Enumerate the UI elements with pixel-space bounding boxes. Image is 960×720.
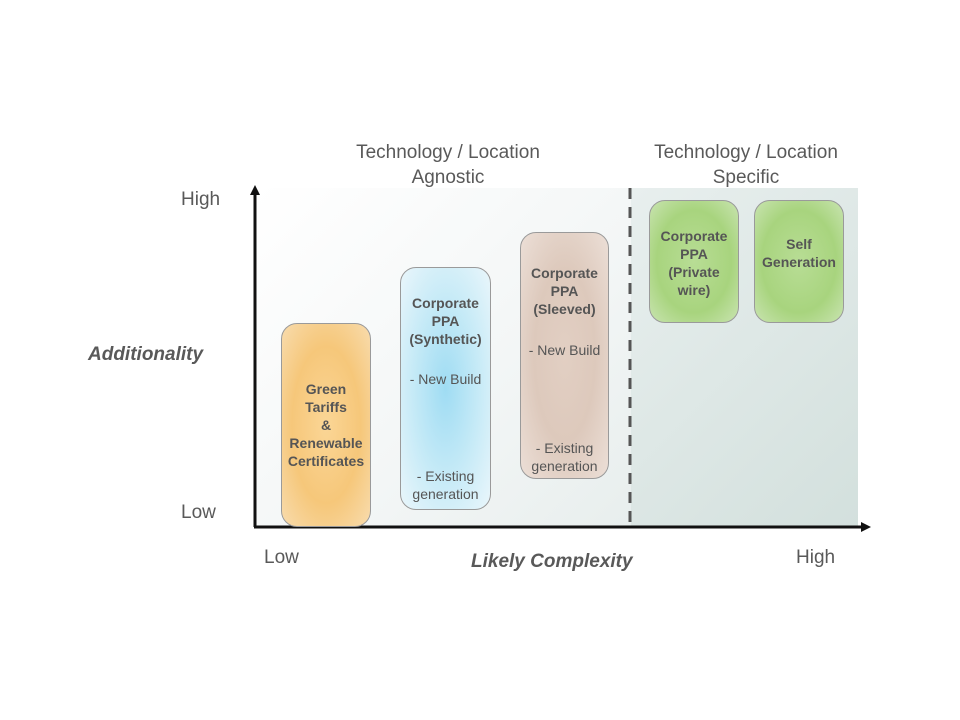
- card-green-tariffs-title-3: &: [320, 417, 332, 433]
- x-axis-high: High: [796, 547, 836, 568]
- card-ppa-sleeved-bullet-1: - New Build: [528, 342, 601, 358]
- card-ppa-private-wire: Corporate PPA (Private wire): [649, 200, 739, 323]
- card-ppa-sleeved-bullet-2: - Existing generation: [531, 440, 598, 474]
- card-self-generation-title-1: Self: [786, 236, 812, 252]
- card-ppa-private-wire-title-1: Corporate: [660, 228, 728, 244]
- x-axis-low: Low: [264, 547, 299, 568]
- card-green-tariffs: Green Tariffs & Renewable Certificates: [281, 323, 371, 527]
- card-ppa-sleeved-title-2: PPA: [550, 283, 579, 299]
- card-ppa-synthetic-title-2: PPA: [431, 313, 460, 329]
- card-self-generation-title-2: Generation: [762, 254, 836, 270]
- card-ppa-private-wire-title-2: PPA: [680, 246, 708, 262]
- card-ppa-private-wire-title-3: (Private: [668, 264, 720, 280]
- y-axis-title: Additionality: [88, 344, 204, 365]
- card-ppa-sleeved-title-1: Corporate: [531, 265, 598, 281]
- card-ppa-synthetic-title-3: (Synthetic): [409, 331, 482, 347]
- card-green-tariffs-title-2: Tariffs: [305, 399, 347, 415]
- card-ppa-sleeved: Corporate PPA (Sleeved) - New Build - Ex…: [520, 232, 609, 479]
- header-specific-line1: Technology / Location: [654, 142, 838, 163]
- header-agnostic: Technology / Location Agnostic: [330, 140, 566, 190]
- header-specific-line2: Specific: [712, 167, 780, 188]
- card-green-tariffs-title-1: Green: [305, 381, 347, 397]
- card-green-tariffs-title-5: Certificates: [287, 453, 365, 469]
- y-axis-high: High: [181, 189, 221, 210]
- card-ppa-synthetic: Corporate PPA (Synthetic) - New Build - …: [400, 267, 491, 510]
- header-agnostic-line2: Agnostic: [411, 167, 485, 188]
- y-axis-low: Low: [181, 502, 216, 523]
- card-ppa-private-wire-title-4: wire): [677, 282, 711, 298]
- card-ppa-synthetic-title-1: Corporate: [412, 295, 479, 311]
- card-self-generation: Self Generation: [754, 200, 844, 323]
- header-agnostic-line1: Technology / Location: [356, 142, 540, 163]
- header-specific: Technology / Location Specific: [628, 140, 864, 190]
- card-ppa-synthetic-bullet-1: - New Build: [409, 371, 482, 387]
- card-ppa-sleeved-title-3: (Sleeved): [533, 301, 596, 317]
- card-ppa-synthetic-bullet-2: - Existing generation: [412, 468, 479, 502]
- card-green-tariffs-title-4: Renewable: [289, 435, 363, 451]
- x-axis-title: Likely Complexity: [471, 551, 633, 572]
